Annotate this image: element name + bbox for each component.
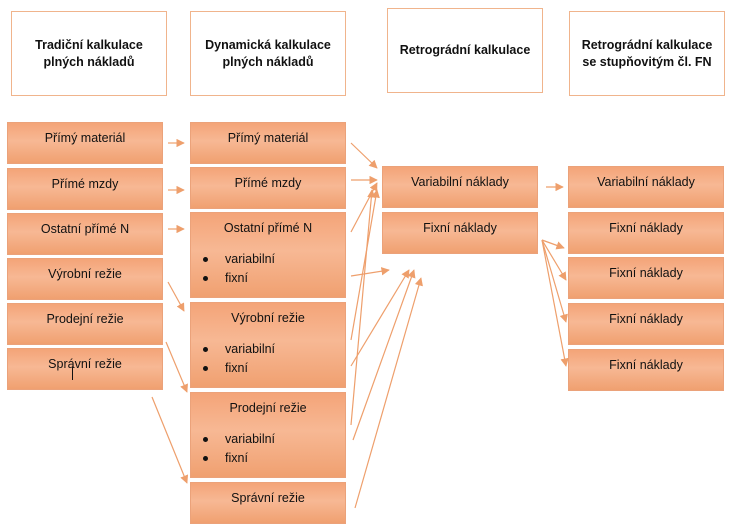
text-cursor — [72, 367, 73, 380]
list-item: variabilní — [203, 340, 345, 359]
arrow — [350, 267, 390, 277]
c4-fixed-costs: Fixní náklady — [568, 303, 724, 345]
c2-other-direct: Ostatní přímé N variabilní fixní — [190, 212, 346, 298]
c1-production-overhead: Výrobní režie — [7, 258, 163, 300]
c2-prime-wages: Přímé mzdy — [190, 167, 346, 209]
c1-prime-material: Přímý materiál — [7, 122, 163, 164]
c2-sales-overhead-list: variabilní fixní — [191, 430, 345, 468]
list-item: variabilní — [203, 430, 345, 449]
list-item: variabilní — [203, 250, 345, 269]
arrow — [541, 239, 565, 250]
c2-sales-overhead: Prodejní režie variabilní fixní — [190, 392, 346, 478]
header-retrograde-costing: Retrográdní kalkulace — [387, 8, 543, 93]
c1-sales-overhead: Prodejní režie — [7, 303, 163, 345]
c1-other-direct: Ostatní přímé N — [7, 213, 163, 255]
arrow — [167, 281, 185, 312]
list-item: fixní — [203, 269, 345, 288]
header-dynamic-costing: Dynamická kalkulace plných nákladů — [190, 11, 346, 96]
c2-prime-material: Přímý materiál — [190, 122, 346, 164]
c2-admin-overhead: Správní režie — [190, 482, 346, 524]
c1-admin-overhead: Správní režie — [7, 348, 163, 390]
arrow — [541, 239, 569, 367]
arrow — [350, 189, 376, 426]
header-retrograde-stepped-costing: Retrográdní kalkulace se stupňovitým čl.… — [569, 11, 725, 96]
header-traditional-costing: Tradiční kalkulace plných nákladů — [11, 11, 167, 96]
c4-fixed-costs: Fixní náklady — [568, 212, 724, 254]
c4-fixed-costs: Fixní náklady — [568, 257, 724, 299]
arrow — [541, 239, 568, 323]
arrow — [350, 142, 378, 169]
c2-production-overhead: Výrobní režie variabilní fixní — [190, 302, 346, 388]
arrow — [165, 341, 188, 393]
list-item: fixní — [203, 359, 345, 378]
list-item: fixní — [203, 449, 345, 468]
arrow — [350, 182, 378, 233]
c2-production-overhead-list: variabilní fixní — [191, 340, 345, 378]
arrow — [151, 396, 189, 484]
arrow — [350, 269, 410, 367]
c3-fixed-costs: Fixní náklady — [382, 212, 538, 254]
c2-other-direct-list: variabilní fixní — [191, 250, 345, 288]
c1-prime-wages: Přímé mzdy — [7, 168, 163, 210]
arrow — [352, 269, 416, 441]
c3-variable-costs: Variabilní náklady — [382, 166, 538, 208]
arrow — [541, 239, 567, 281]
c4-variable-costs: Variabilní náklady — [568, 166, 724, 208]
c4-fixed-costs: Fixní náklady — [568, 349, 724, 391]
arrow — [350, 189, 380, 341]
arrow — [354, 277, 423, 509]
